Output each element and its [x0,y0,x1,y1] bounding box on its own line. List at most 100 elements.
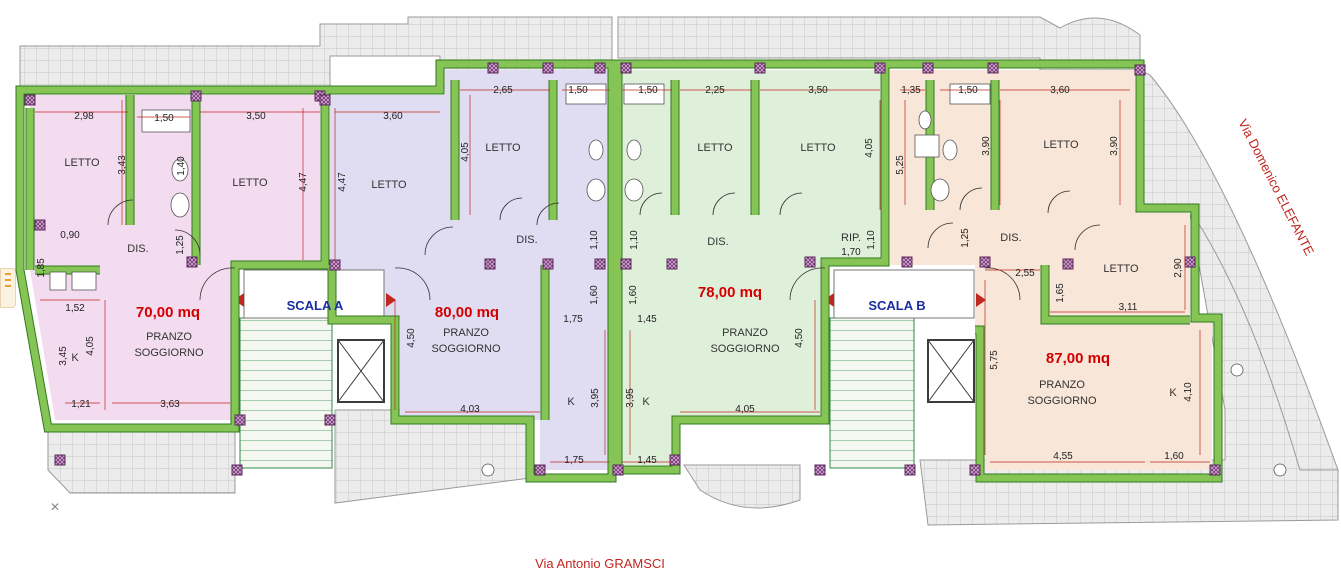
dim-label: 4,50 [406,328,417,348]
pillar [666,258,678,270]
area-label-4: 87,00 mq [1046,350,1110,367]
dim-label: 3,11 [1119,302,1138,313]
dim-label: 3,45 [58,346,69,366]
dim-label: 1,75 [564,455,584,466]
pillar [987,62,999,74]
living-3-l2: SOGGIORNO [710,343,780,355]
living-1-l1: PRANZO [146,331,192,343]
living-1-l2: SOGGIORNO [134,347,204,359]
room-k-1: K [71,352,79,364]
side-panel-handle[interactable] [0,268,16,308]
room-letto-7: LETTO [1043,139,1079,151]
stairwells [234,269,986,469]
dim-label: 3,43 [117,155,128,175]
dim-label: 2,98 [74,111,94,122]
walls [16,60,1222,482]
pillar [594,62,606,74]
room-labels: LETTO LETTO LETTO LETTO LETTO LETTO LETT… [64,139,1177,408]
dim-label: 1,45 [637,455,657,466]
dim-label: 1,45 [637,314,657,325]
pillar [922,62,934,74]
pillar [1062,258,1074,270]
room-dis-2: DIS. [516,234,537,246]
dim-label: 4,47 [298,172,309,192]
dim-label: 1,60 [589,285,600,305]
dim-label: 3,50 [808,85,828,96]
dim-label: 2,25 [705,85,725,96]
pillar [814,464,826,476]
pillar [620,258,632,270]
dim-label: 4,55 [1053,451,1073,462]
pillar [484,258,496,270]
dim-label: 4,10 [1183,382,1194,402]
room-letto-1: LETTO [64,157,100,169]
dimension-lines [35,89,1210,463]
dim-label: 1,10 [866,230,877,250]
dim-label: 1,65 [1055,283,1066,303]
room-dis-1: DIS. [127,243,148,255]
dim-label: 1,85 [36,258,47,278]
living-4-l2: SOGGIORNO [1027,395,1097,407]
dimension-labels: 2,98 1,50 3,50 3,60 2,65 1,50 1,50 2,25 … [36,85,1194,466]
room-letto-6: LETTO [800,142,836,154]
dim-label: 2,55 [1015,268,1035,279]
pillar [804,256,816,268]
dim-label: 3,90 [981,136,992,156]
pillar [234,414,246,426]
dim-label: 3,50 [246,111,266,122]
dim-label: 3,95 [625,388,636,408]
dim-label: 4,03 [460,404,480,415]
dim-label: 1,52 [65,303,85,314]
dim-label: 1,60 [1164,451,1184,462]
dim-label: 1,40 [176,156,187,176]
dim-label: 1,70 [841,247,861,258]
pillar [319,94,331,106]
area-label-2: 80,00 mq [435,304,499,321]
living-2-l1: PRANZO [443,327,489,339]
street-label-bottom: Via Antonio GRAMSCI [535,556,665,571]
apartment-fills [30,70,1212,470]
room-k-2: K [567,396,575,408]
dim-label: 1,35 [901,85,921,96]
pillar [324,414,336,426]
pillar [534,464,546,476]
bathroom-fixtures [49,83,1287,477]
dim-label: 1,25 [175,235,186,255]
room-letto-5: LETTO [697,142,733,154]
dim-label: 1,50 [154,113,174,124]
pillar [542,258,554,270]
dim-label: 1,10 [589,230,600,250]
dim-label: 4,50 [794,328,805,348]
dim-label: 1,10 [629,230,640,250]
dim-label: 3,95 [590,388,601,408]
pillar [1209,464,1221,476]
dim-label: 1,75 [563,314,583,325]
pillar [979,256,991,268]
room-dis-3: DIS. [707,236,728,248]
pillar [1134,64,1146,76]
dim-label: 4,05 [864,138,875,158]
room-letto-2: LETTO [232,177,268,189]
pillar [24,94,36,106]
pillar [620,62,632,74]
pillar [54,454,66,466]
pillar [901,256,913,268]
area-labels: 70,00 mq 80,00 mq 78,00 mq 87,00 mq [136,284,1110,367]
pillar [874,62,886,74]
dim-label: 1,60 [628,285,639,305]
living-3-l1: PRANZO [722,327,768,339]
pillar [190,90,202,102]
dim-label: 5,25 [895,155,906,175]
pillar [669,454,681,466]
dim-label: 4,05 [735,404,755,415]
room-rip: RIP. [841,232,861,244]
close-icon[interactable]: ✕ [50,500,61,514]
dim-label: 4,05 [460,142,471,162]
pillar [1184,256,1196,268]
doors [107,187,1101,301]
room-k-3: K [642,396,650,408]
dim-label: 3,90 [1109,136,1120,156]
pillar [487,62,499,74]
dim-label: 3,63 [160,399,180,410]
